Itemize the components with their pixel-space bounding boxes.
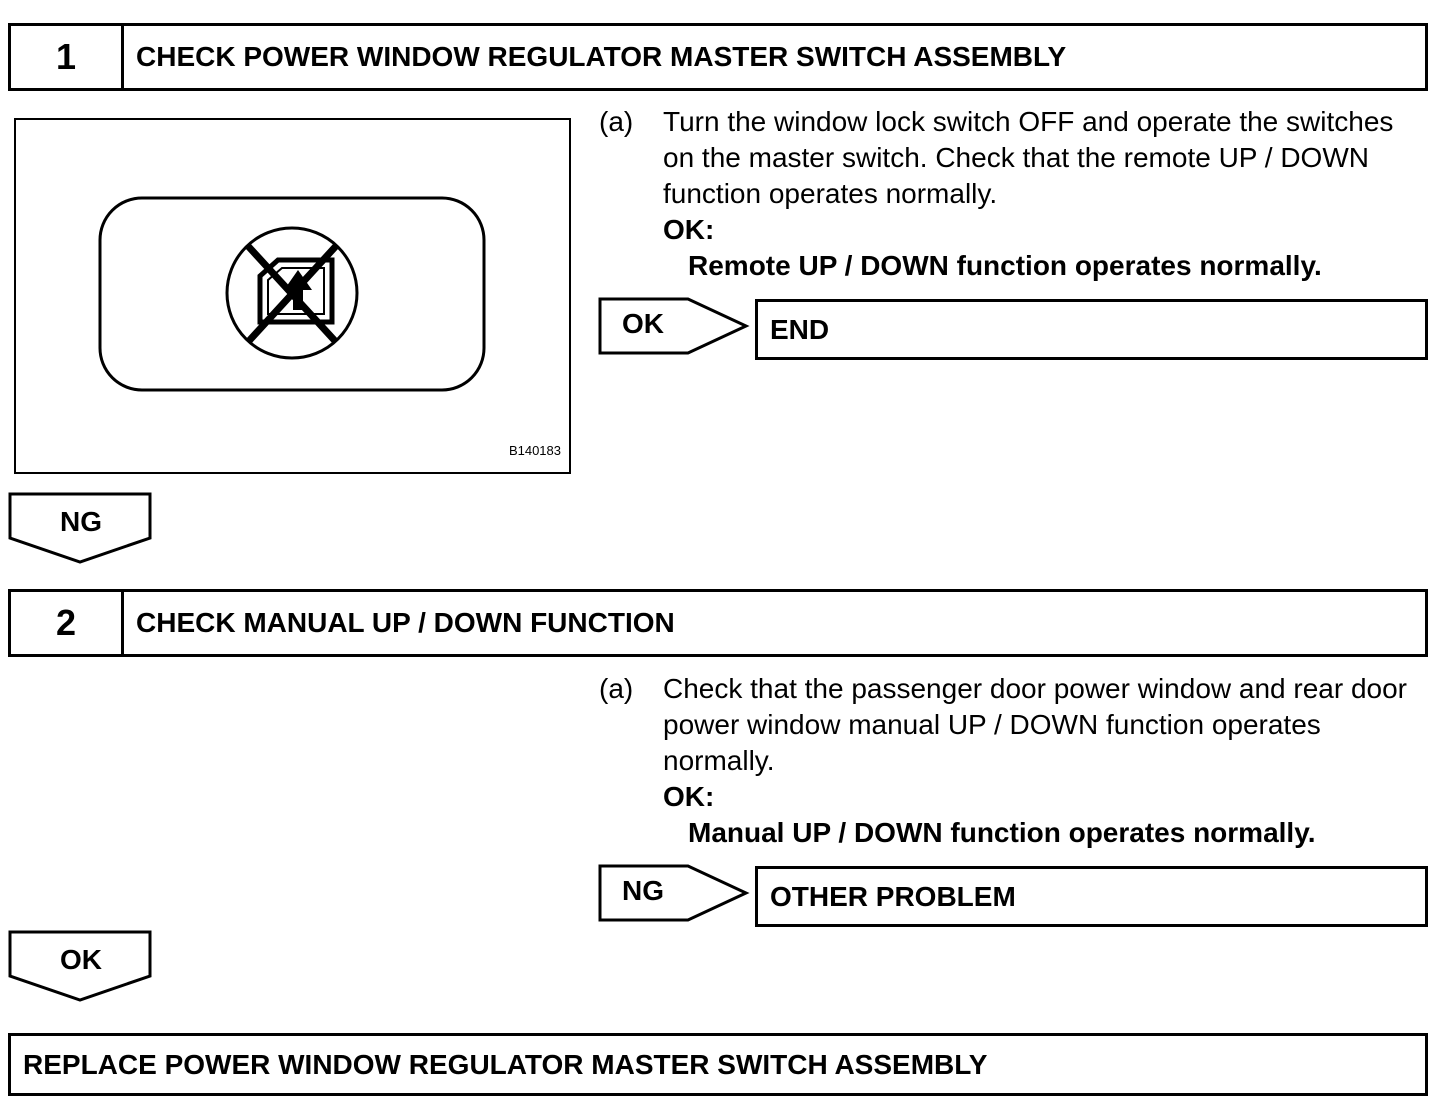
step-1-number: 1 xyxy=(11,26,124,88)
step-1-down-arrow xyxy=(8,492,152,564)
step-2-down-arrow xyxy=(8,930,152,1002)
step-1-instruction: Turn the window lock switch OFF and oper… xyxy=(663,106,1394,209)
step-2-item-label: (a) xyxy=(599,673,634,704)
step-2-result-box: OTHER PROBLEM xyxy=(755,866,1428,927)
step-1-ok-label: OK: xyxy=(663,214,715,245)
window-lock-switch-icon xyxy=(98,196,486,392)
step-1-side-arrow xyxy=(598,297,750,355)
step-1-instruction-block: (a) Turn the window lock switch OFF and … xyxy=(599,104,1439,294)
step-1-result-box: END xyxy=(755,299,1428,360)
step-2-ok-spec: Manual UP / DOWN function operates norma… xyxy=(688,817,1316,848)
step-1-title: CHECK POWER WINDOW REGULATOR MASTER SWIT… xyxy=(136,41,1067,72)
step-1-side-result: OK xyxy=(622,308,664,339)
step-2-instruction-block: (a) Check that the passenger door power … xyxy=(599,671,1439,861)
step-2-header: 2 CHECK MANUAL UP / DOWN FUNCTION xyxy=(8,589,1428,657)
step-2-side-result: NG xyxy=(622,875,664,906)
step-1-header: 1 CHECK POWER WINDOW REGULATOR MASTER SW… xyxy=(8,23,1428,91)
step-1-down-result: NG xyxy=(60,506,102,537)
step-2-number: 2 xyxy=(11,592,124,654)
step-1-ok-spec: Remote UP / DOWN function operates norma… xyxy=(688,250,1322,281)
final-action-box: REPLACE POWER WINDOW REGULATOR MASTER SW… xyxy=(8,1033,1428,1096)
step-2-instruction: Check that the passenger door power wind… xyxy=(663,673,1407,776)
figure-code: B140183 xyxy=(508,443,561,458)
step-2-title: CHECK MANUAL UP / DOWN FUNCTION xyxy=(136,607,675,638)
step-2-down-result: OK xyxy=(60,944,102,975)
step-2-ok-label: OK: xyxy=(663,781,715,812)
step-1-figure: B140183 xyxy=(14,118,571,474)
step-1-item-label: (a) xyxy=(599,106,634,137)
step-2-side-arrow xyxy=(598,864,750,922)
